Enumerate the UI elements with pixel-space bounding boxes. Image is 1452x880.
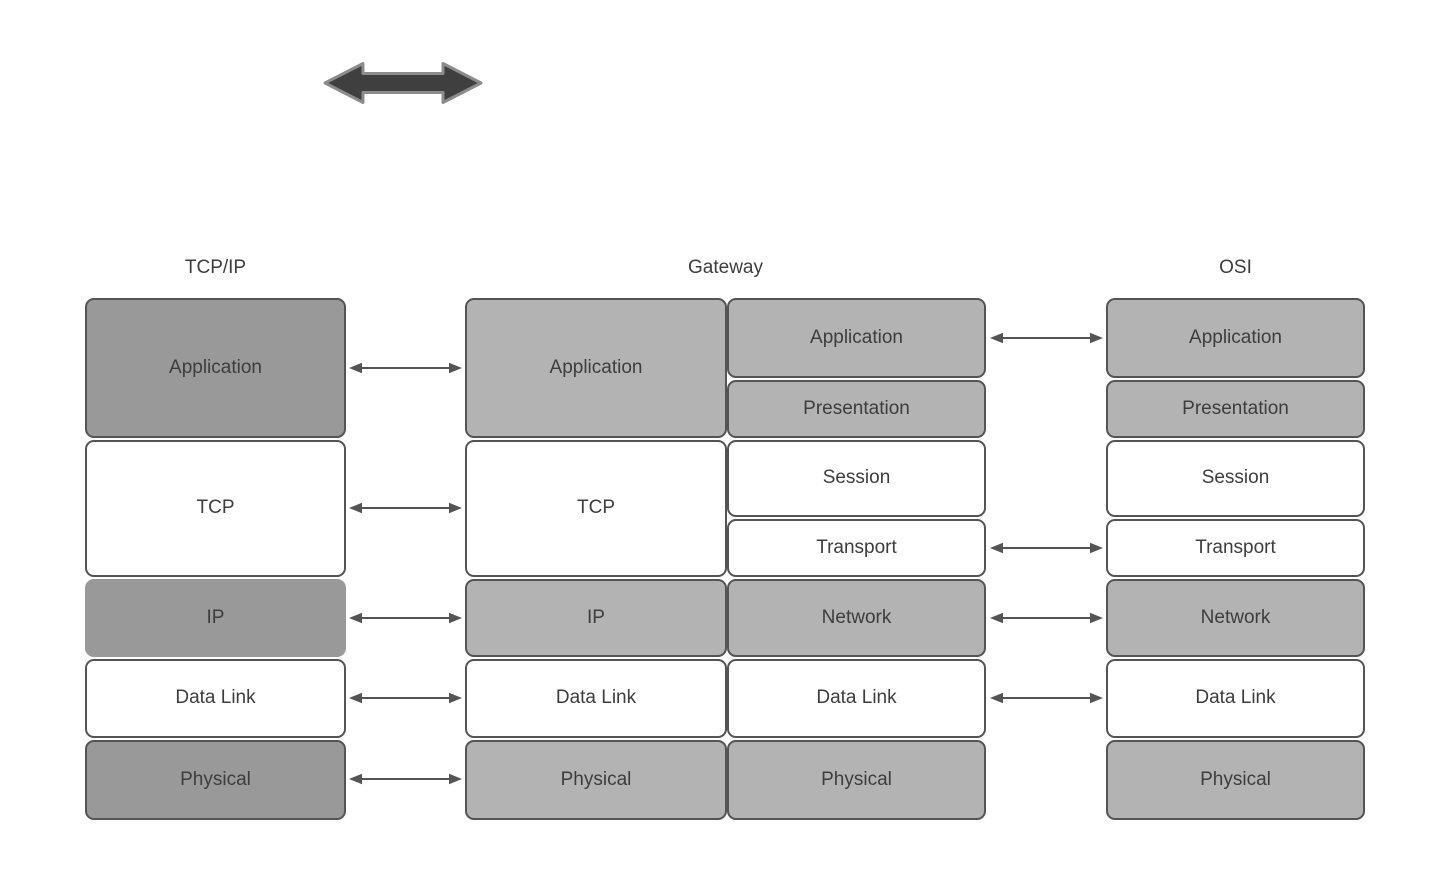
layer-box-gateway-right-application: Application: [727, 298, 986, 378]
layer-box-osi-session: Session: [1106, 440, 1365, 517]
layer-box-osi-presentation: Presentation: [1106, 380, 1365, 438]
layer-box-osi-network: Network: [1106, 579, 1365, 657]
layer-box-gateway-right-network: Network: [727, 579, 986, 657]
layer-box-gateway-left-ip: IP: [465, 579, 727, 657]
gateway-osi-arrow-datalink: [990, 692, 1103, 704]
layer-box-tcpip-physical: Physical: [85, 740, 346, 820]
layer-box-gateway-left-tcp: TCP: [465, 440, 727, 577]
gateway-osi-arrow-application: [990, 332, 1103, 344]
layer-box-tcpip-application: Application: [85, 298, 346, 438]
tcpip-gateway-arrow-tcp: [349, 502, 462, 514]
layer-box-tcpip-tcp: TCP: [85, 440, 346, 577]
column-title-gateway: Gateway: [688, 257, 763, 278]
layer-box-tcpip-datalink: Data Link: [85, 659, 346, 738]
layer-box-gateway-right-presentation: Presentation: [727, 380, 986, 438]
layer-box-osi-physical: Physical: [1106, 740, 1365, 820]
tcpip-gateway-arrow-physical: [349, 773, 462, 785]
layer-box-gateway-right-transport: Transport: [727, 519, 986, 577]
tcpip-gateway-arrow-application: [349, 362, 462, 374]
layer-box-gateway-right-datalink: Data Link: [727, 659, 986, 738]
layer-box-gateway-left-physical: Physical: [465, 740, 727, 820]
layer-box-osi-datalink: Data Link: [1106, 659, 1365, 738]
layer-box-tcpip-ip: IP: [85, 579, 346, 657]
tcpip-gateway-arrow-datalink: [349, 692, 462, 704]
layer-box-gateway-left-application: Application: [465, 298, 727, 438]
layer-box-gateway-left-datalink: Data Link: [465, 659, 727, 738]
layer-box-osi-transport: Transport: [1106, 519, 1365, 577]
column-title-tcpip: TCP/IP: [184, 257, 247, 278]
double-headed-arrow-icon: [323, 62, 483, 104]
layer-box-osi-application: Application: [1106, 298, 1365, 378]
gateway-osi-arrow-transport: [990, 542, 1103, 554]
layer-box-gateway-right-physical: Physical: [727, 740, 986, 820]
column-title-osi: OSI: [1219, 257, 1252, 278]
layer-box-gateway-right-session: Session: [727, 440, 986, 517]
gateway-osi-arrow-network: [990, 612, 1103, 624]
tcpip-gateway-arrow-ip: [349, 612, 462, 624]
